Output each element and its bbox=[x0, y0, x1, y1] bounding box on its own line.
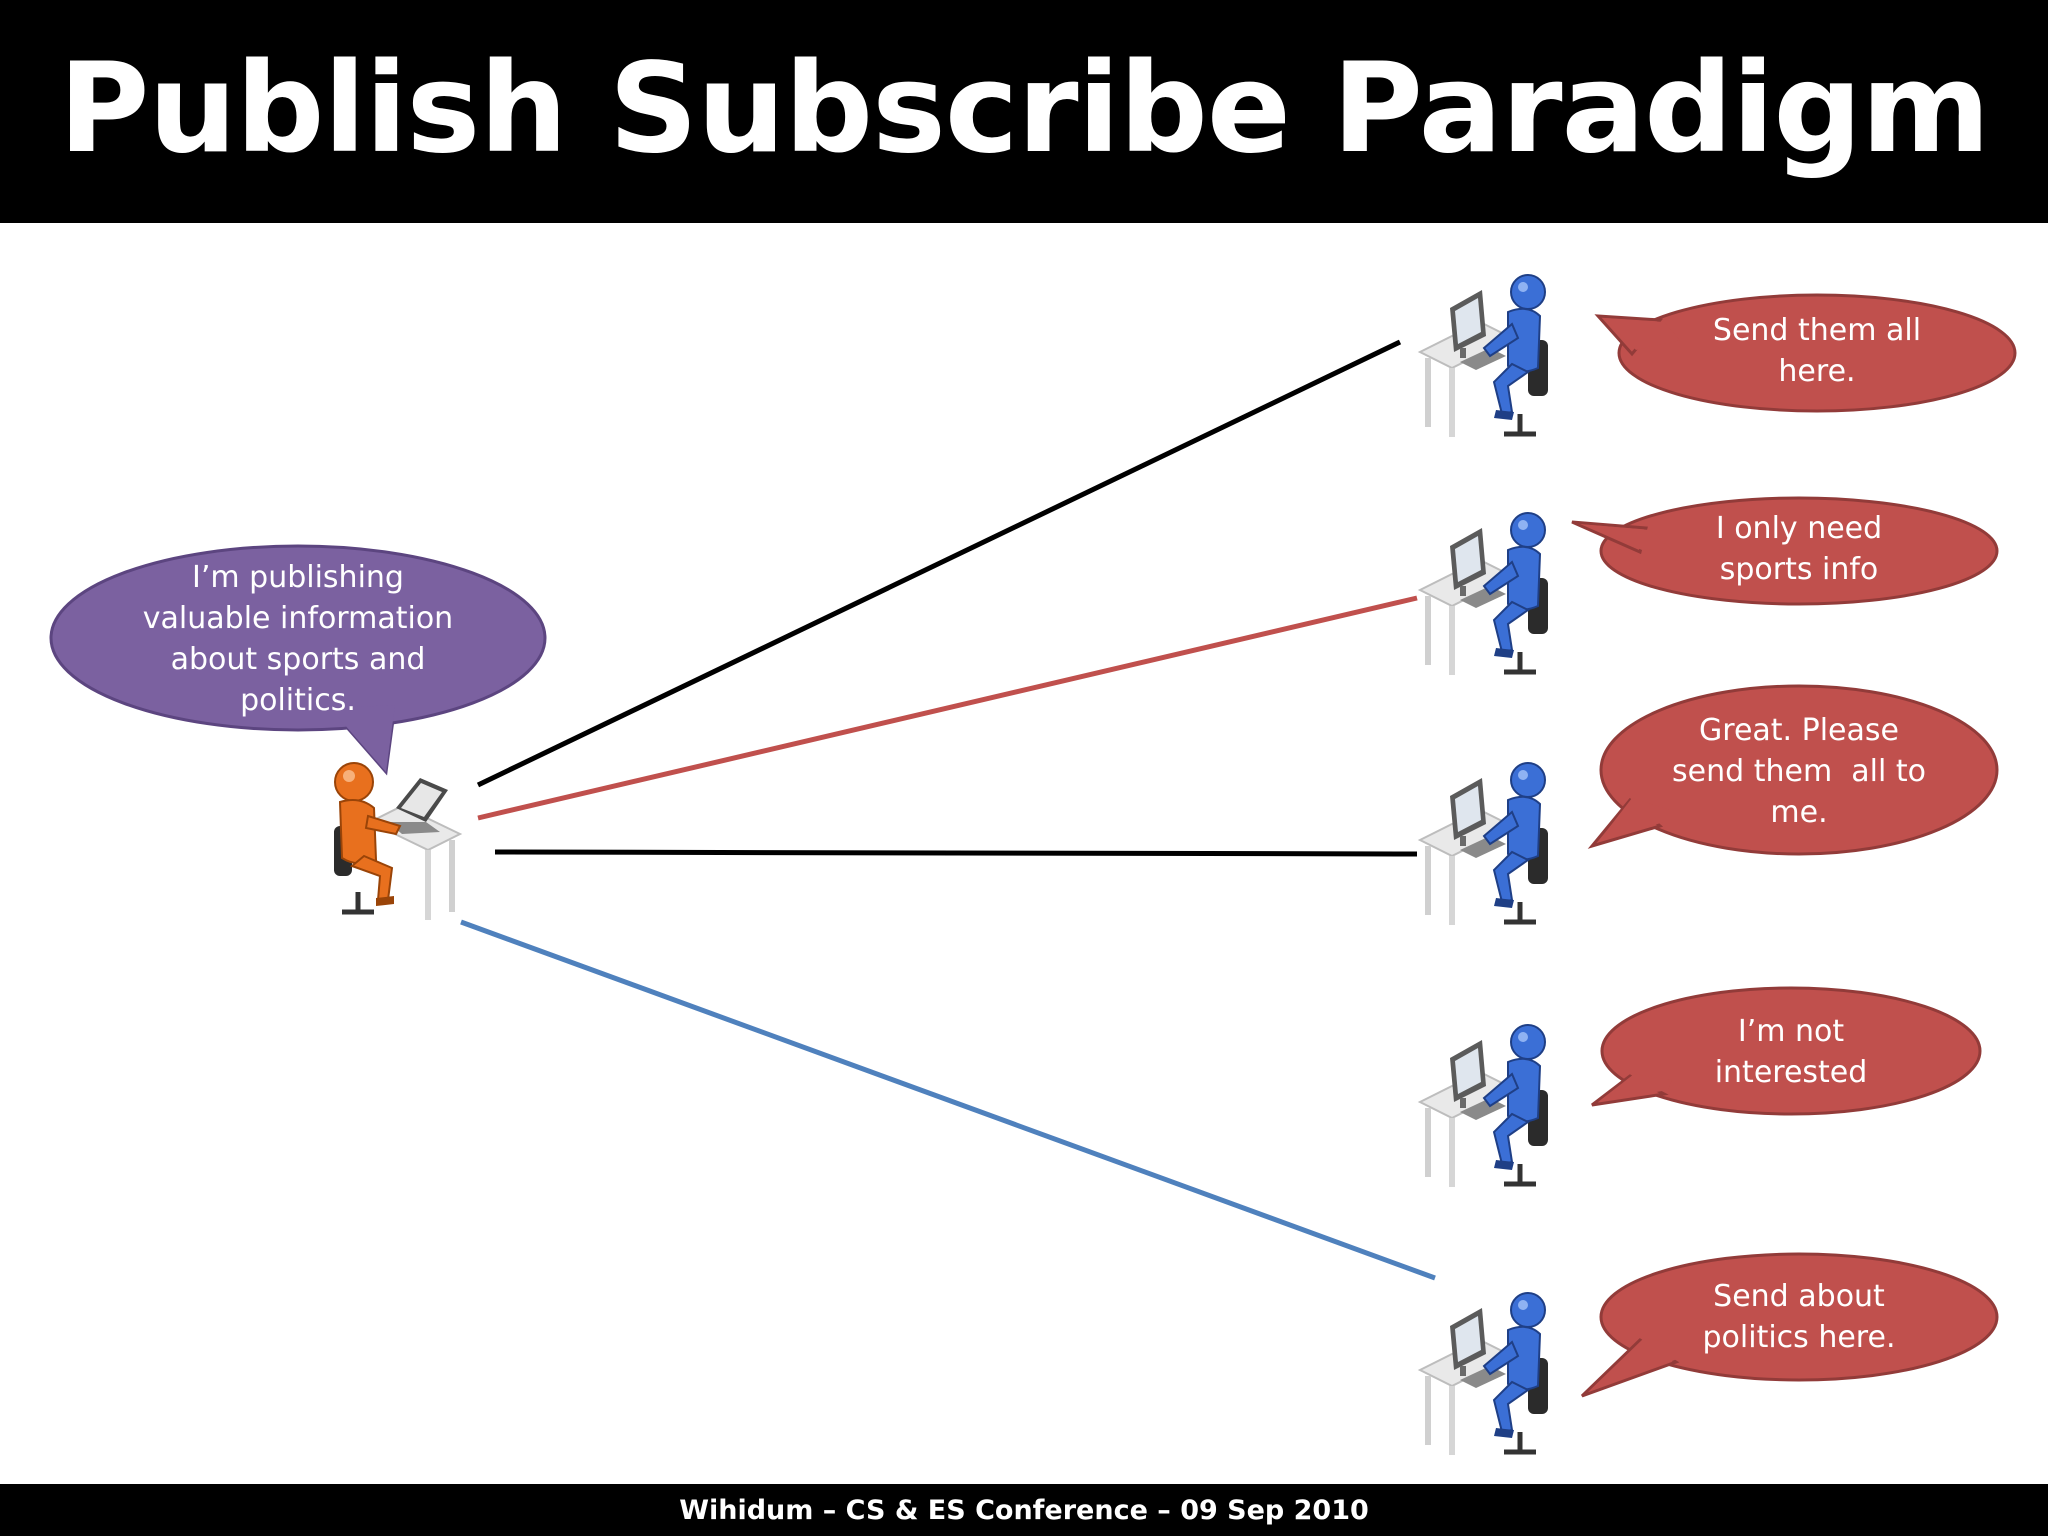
subscriber-4-workstation-icon bbox=[1420, 1025, 1548, 1187]
publisher-bubble-text: I’m publishing valuable information abou… bbox=[78, 554, 518, 724]
connection-line-subscriber-1 bbox=[476, 339, 1402, 788]
subscriber-3-workstation-icon bbox=[1420, 763, 1548, 925]
publisher-workstation-icon bbox=[334, 763, 460, 920]
subscriber-2-speech-bubble bbox=[1571, 496, 1999, 606]
subscriber-5-bubble-text: Send about politics here. bbox=[1612, 1275, 1986, 1359]
connection-line-subscriber-2 bbox=[477, 595, 1418, 821]
subscriber-3-speech-bubble bbox=[1587, 684, 1999, 856]
slide-title: Publish Subscribe Paradigm bbox=[58, 36, 1991, 181]
slide-footer: Wihidum – CS & ES Conference – 09 Sep 20… bbox=[679, 1494, 1369, 1526]
subscriber-bubble-line: here. bbox=[1778, 354, 1856, 389]
publisher-bubble-line: politics. bbox=[240, 683, 356, 718]
subscriber-1-bubble-text: Send them all here. bbox=[1630, 309, 2004, 393]
title-bar: Publish Subscribe Paradigm bbox=[0, 0, 2048, 223]
subscriber-1-workstation-icon bbox=[1420, 275, 1548, 437]
publisher-bubble-line: valuable information bbox=[142, 601, 454, 636]
subscriber-2-workstation-icon bbox=[1420, 513, 1548, 675]
subscriber-2-bubble-text: I only need sports info bbox=[1612, 507, 1986, 591]
connection-line-subscriber-3 bbox=[494, 849, 1418, 857]
subscriber-bubble-line: sports info bbox=[1719, 552, 1879, 587]
subscriber-bubble-line: Send about bbox=[1713, 1279, 1885, 1314]
connection-line-subscriber-5 bbox=[460, 919, 1436, 1281]
subscriber-bubble-line: Send them all bbox=[1712, 313, 1922, 348]
subscriber-bubble-line: me. bbox=[1770, 794, 1828, 830]
publisher-speech-bubble bbox=[49, 544, 547, 776]
subscriber-5-workstation-icon bbox=[1420, 1293, 1548, 1455]
subscriber-bubble-line: I’m not bbox=[1737, 1014, 1845, 1049]
subscriber-bubble-line: interested bbox=[1714, 1055, 1868, 1090]
subscriber-1-speech-bubble bbox=[1594, 293, 2017, 413]
footer-bar: Wihidum – CS & ES Conference – 09 Sep 20… bbox=[0, 1484, 2048, 1536]
subscriber-3-bubble-text: Great. Please send them all to me. bbox=[1612, 708, 1986, 834]
publisher-bubble-line: I’m publishing bbox=[192, 560, 404, 595]
subscriber-4-speech-bubble bbox=[1591, 986, 1982, 1116]
subscriber-5-speech-bubble bbox=[1580, 1252, 1999, 1398]
publisher-bubble-line: about sports and bbox=[170, 642, 426, 677]
subscriber-bubble-line: send them all to bbox=[1672, 753, 1926, 789]
subscriber-bubble-line: I only need bbox=[1715, 511, 1883, 546]
subscriber-bubble-line: politics here. bbox=[1702, 1320, 1896, 1355]
subscriber-4-bubble-text: I’m not interested bbox=[1604, 1010, 1978, 1094]
subscriber-bubble-line: Great. Please bbox=[1699, 712, 1899, 748]
